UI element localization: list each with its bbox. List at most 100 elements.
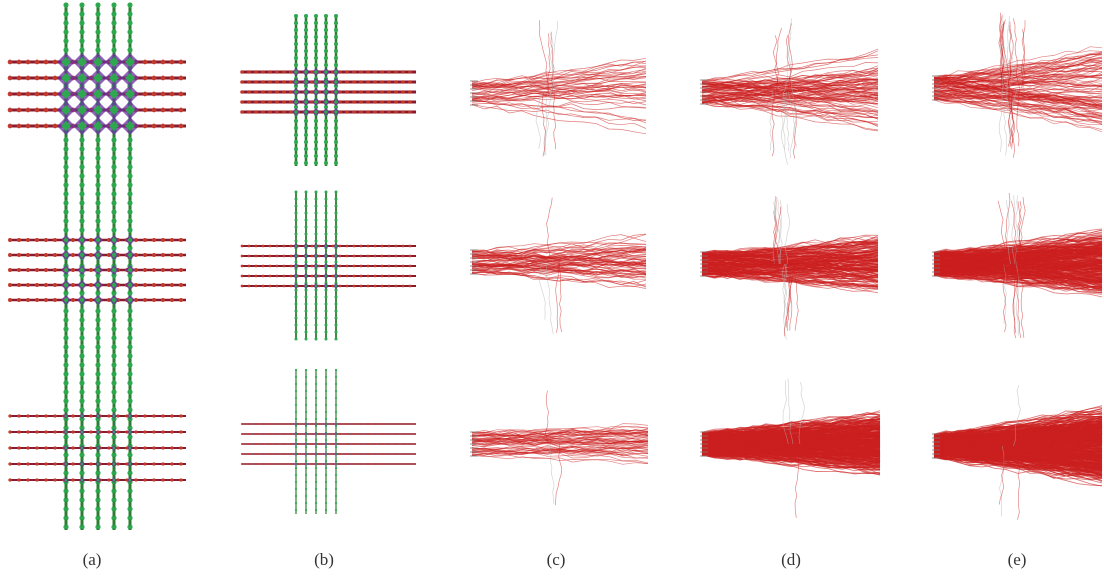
vertical-node — [324, 63, 328, 67]
vertical-node — [304, 323, 308, 327]
fiber-track — [933, 429, 1103, 445]
vertical-node — [334, 204, 338, 208]
horizontal-node — [241, 443, 243, 445]
vertical-node — [294, 126, 298, 130]
vertical-node — [79, 182, 85, 188]
fiber-track — [471, 92, 647, 103]
horizontal-node — [289, 90, 293, 94]
horizontal-node — [17, 268, 21, 272]
junction-core — [80, 414, 84, 418]
vertical-node — [334, 466, 338, 470]
horizontal-node — [170, 283, 174, 287]
fiber-track — [701, 90, 879, 97]
horizontal-node — [289, 80, 293, 84]
horizontal-node — [359, 274, 363, 278]
vertical-node — [63, 209, 69, 215]
vertical-node — [95, 371, 101, 377]
horizontal-node — [346, 423, 348, 425]
horizontal-node — [16, 91, 22, 97]
horizontal-node — [262, 453, 264, 455]
vertical-node — [294, 28, 298, 32]
horizontal-node — [89, 414, 93, 418]
vertical-node — [95, 317, 101, 323]
horizontal-node — [289, 254, 293, 258]
horizontal-node — [152, 238, 156, 242]
fiber-track — [471, 261, 647, 271]
vertical-node — [304, 126, 308, 130]
vertical-node — [324, 49, 328, 53]
vertical-node — [80, 489, 84, 493]
horizontal-node — [89, 446, 93, 450]
horizontal-node — [107, 430, 111, 434]
vertical-node — [127, 308, 133, 314]
vertical-node — [112, 453, 116, 457]
horizontal-node — [268, 254, 272, 258]
vertical-node — [314, 508, 318, 512]
horizontal-node — [53, 283, 57, 287]
junction-core — [79, 237, 85, 243]
horizontal-node — [268, 90, 272, 94]
crossing-track — [1000, 22, 1005, 89]
vertical-node — [127, 353, 133, 359]
vertical-node — [95, 164, 101, 170]
fiber-track — [701, 268, 879, 290]
horizontal-node — [143, 430, 147, 434]
fiber-track — [701, 77, 879, 89]
vertical-node — [334, 63, 338, 67]
vertical-node — [304, 147, 308, 151]
vertical-node — [127, 371, 133, 377]
fiber-track — [701, 256, 879, 270]
horizontal-node — [16, 123, 22, 129]
junction-core — [293, 89, 299, 95]
horizontal-node — [275, 264, 279, 268]
junction-core — [314, 284, 318, 288]
horizontal-node — [248, 453, 250, 455]
crossing-track — [784, 18, 793, 93]
junction-core — [64, 446, 68, 450]
horizontal-node — [143, 253, 147, 257]
horizontal-node — [134, 238, 138, 242]
vertical-node — [79, 362, 85, 368]
horizontal-node — [17, 462, 21, 466]
junction-core — [61, 89, 71, 99]
vertical-node — [324, 133, 328, 137]
vertical-node — [304, 105, 308, 109]
vertical-node — [63, 218, 69, 224]
horizontal-node — [26, 462, 30, 466]
junction-core — [313, 99, 319, 105]
horizontal-node — [268, 110, 272, 114]
horizontal-node — [283, 423, 285, 425]
horizontal-node — [170, 414, 174, 418]
fiber-track — [701, 437, 881, 452]
vertical-node — [294, 197, 298, 201]
horizontal-node — [152, 253, 156, 257]
horizontal-node — [318, 433, 320, 435]
horizontal-node — [254, 80, 258, 84]
vertical-node — [334, 480, 338, 484]
horizontal-node — [290, 453, 292, 455]
fiber-track — [701, 440, 881, 449]
junction-core — [304, 274, 308, 278]
vertical-node — [334, 260, 338, 264]
horizontal-node — [241, 423, 243, 425]
vertical-node — [95, 398, 101, 404]
fiber-track — [471, 247, 647, 268]
fiber-track — [701, 439, 881, 451]
vertical-node — [127, 326, 133, 332]
horizontal-node — [409, 443, 411, 445]
vertical-node — [112, 435, 116, 439]
horizontal-node — [387, 254, 391, 258]
horizontal-node — [107, 446, 111, 450]
vertical-node — [63, 335, 69, 341]
horizontal-node — [332, 463, 334, 465]
horizontal-node — [26, 298, 30, 302]
vertical-node — [96, 435, 100, 439]
junction-core — [333, 89, 339, 95]
vertical-node — [111, 273, 117, 279]
horizontal-node — [374, 433, 376, 435]
vertical-node — [79, 38, 85, 44]
vertical-node — [111, 246, 117, 252]
junction-core — [112, 478, 116, 482]
fiber-track — [471, 76, 647, 88]
junction-core — [61, 57, 71, 67]
